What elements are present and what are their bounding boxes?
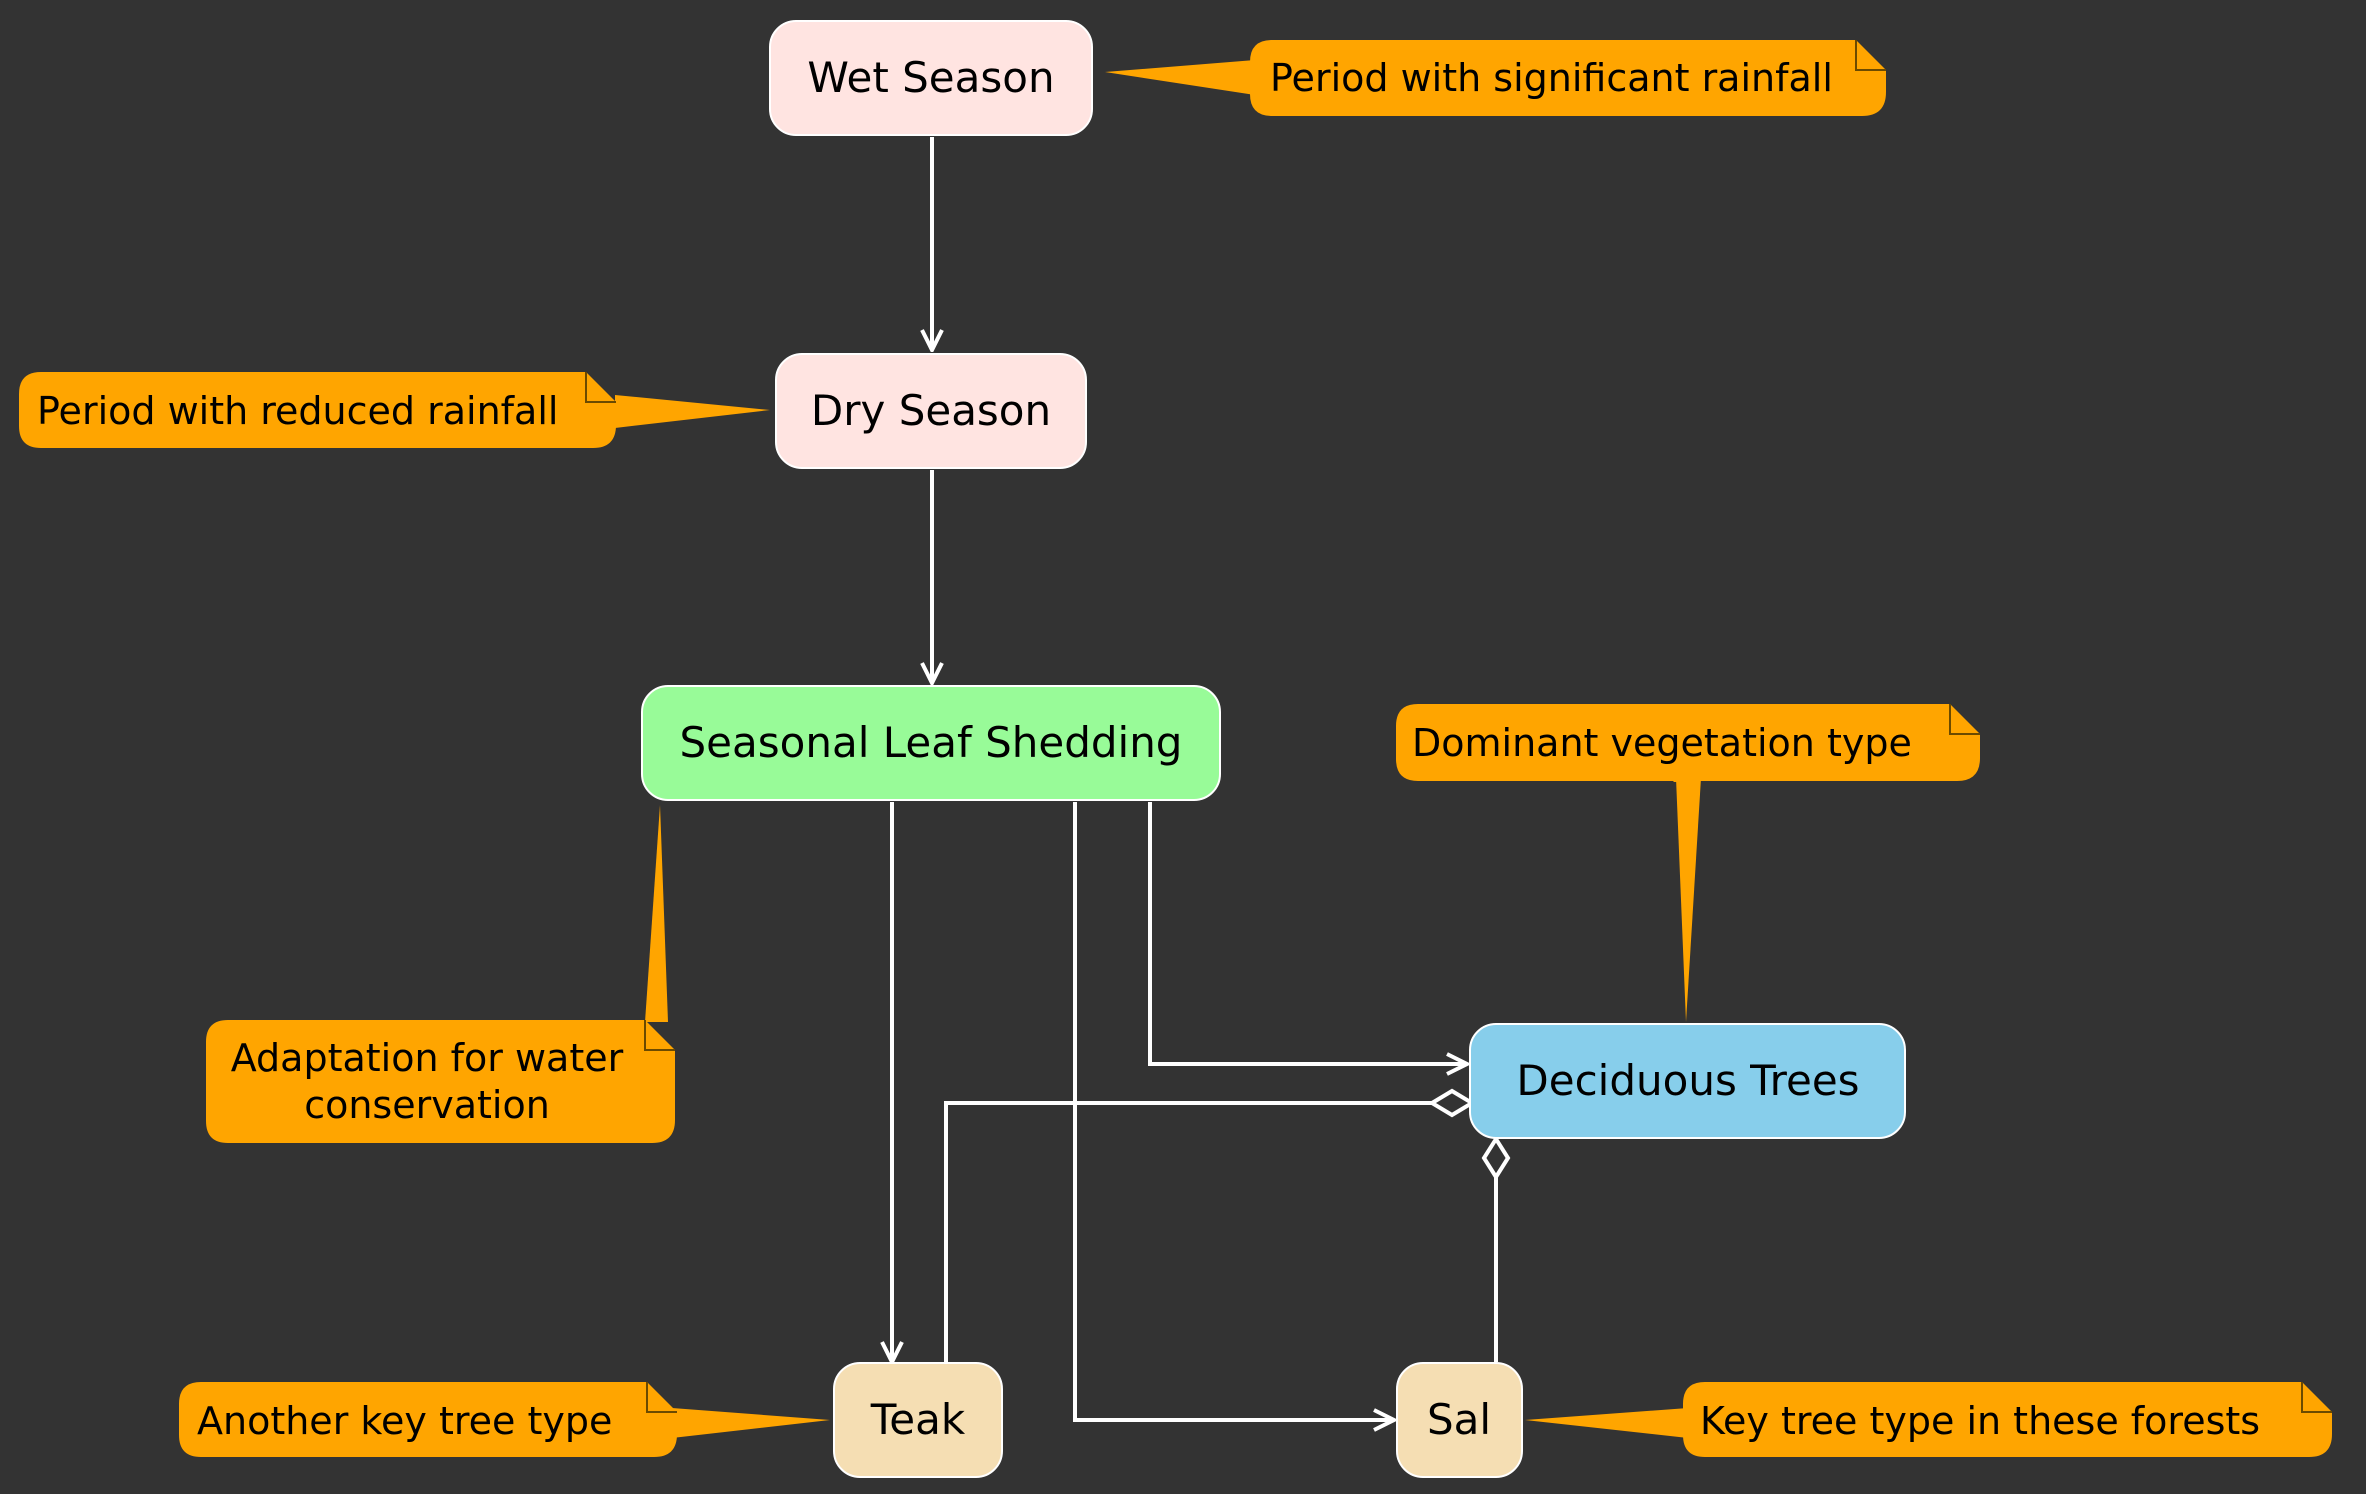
note-text-line-1: Adaptation for water <box>231 1036 624 1080</box>
note-deciduous-trees: Dominant vegetation type <box>1396 704 1980 1022</box>
node-label: Dry Season <box>811 386 1051 435</box>
note-tail <box>672 1408 830 1438</box>
edges <box>892 137 1511 1420</box>
node-label: Wet Season <box>807 53 1054 102</box>
note-fold <box>646 1382 677 1413</box>
note-sal: Key tree type in these forests <box>1525 1382 2332 1457</box>
node-label: Teak <box>870 1395 966 1444</box>
note-box <box>1250 40 1886 116</box>
note-leaf-shedding: Adaptation for water conservation <box>206 805 675 1143</box>
note-text-line-2: conservation <box>304 1083 550 1127</box>
aggregation-diamond <box>1428 1088 1476 1118</box>
node-seasonal-leaf-shedding[interactable]: Seasonal Leaf Shedding <box>641 685 1221 801</box>
note-box <box>19 372 616 448</box>
note-tail <box>1105 60 1255 95</box>
node-wet-season[interactable]: Wet Season <box>769 20 1093 136</box>
note-box <box>1683 1382 2332 1457</box>
note-tail <box>645 805 668 1022</box>
note-text: Key tree type in these forests <box>1700 1399 2260 1443</box>
note-tail <box>1525 1408 1688 1438</box>
note-fold <box>1855 40 1886 71</box>
note-fold <box>644 1020 675 1051</box>
note-text: Dominant vegetation type <box>1412 721 1912 765</box>
node-dry-season[interactable]: Dry Season <box>775 353 1087 469</box>
note-tail <box>1676 778 1701 1022</box>
note-box <box>206 1020 675 1143</box>
note-wet-season: Period with significant rainfall <box>1105 40 1886 116</box>
node-label: Sal <box>1427 1395 1491 1444</box>
node-deciduous-trees[interactable]: Deciduous Trees <box>1469 1023 1906 1139</box>
note-dry-season: Period with reduced rainfall <box>19 372 770 448</box>
note-text: Period with reduced rainfall <box>37 389 558 433</box>
node-teak[interactable]: Teak <box>833 1362 1003 1478</box>
note-fold <box>1949 704 1980 735</box>
node-sal[interactable]: Sal <box>1396 1362 1523 1478</box>
node-label: Seasonal Leaf Shedding <box>680 718 1183 767</box>
note-text: Period with significant rainfall <box>1270 56 1833 100</box>
aggregation-diamond <box>1481 1135 1511 1181</box>
note-fold <box>585 372 616 403</box>
node-label: Deciduous Trees <box>1516 1056 1859 1105</box>
edge-shedding-to-sal <box>1073 802 1394 1420</box>
edge-teak-to-deciduous <box>944 1101 1432 1362</box>
note-tail <box>615 395 770 428</box>
note-box <box>1396 704 1980 781</box>
note-text: Another key tree type <box>197 1399 612 1443</box>
edge-shedding-to-deciduous <box>1148 802 1467 1064</box>
note-teak: Another key tree type <box>179 1382 830 1457</box>
note-box <box>179 1382 677 1457</box>
note-fold <box>2301 1382 2332 1413</box>
